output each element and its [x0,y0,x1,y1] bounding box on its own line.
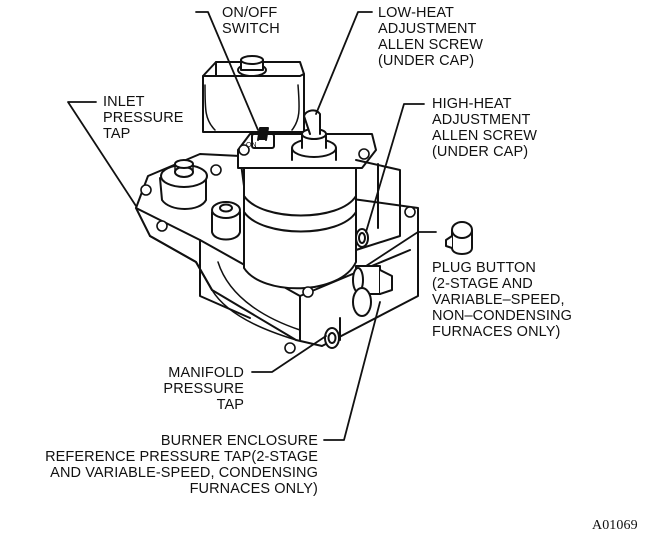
inlet-cap [159,159,208,210]
on-off-switch [251,127,275,149]
screws [140,144,416,354]
leader-lines [67,11,437,441]
plug-button-label: PLUG BUTTON (2-STAGE AND VARIABLE–SPEED,… [432,260,572,340]
inlet-pressure-tap-label: INLET PRESSURE TAP [103,94,184,142]
solenoid-coil [202,55,305,133]
low-heat-adjustment-label: LOW-HEAT ADJUSTMENT ALLEN SCREW (UNDER C… [378,5,484,69]
top-boss [211,201,241,241]
on-off-switch-label: ON/OFF SWITCH [222,5,280,37]
manifold-pressure-tap-label: MANIFOLD PRESSURE TAP [163,365,244,413]
burner-enclosure-label: BURNER ENCLOSURE REFERENCE PRESSURE TAP(… [45,433,318,497]
switch-on-marking: ON [246,142,257,149]
figure-code: A01069 [592,518,638,533]
high-heat-adjustment-label: HIGH-HEAT ADJUSTMENT ALLEN SCREW (UNDER … [432,96,538,160]
pressure-taps [324,228,393,349]
plug-button [445,221,473,255]
